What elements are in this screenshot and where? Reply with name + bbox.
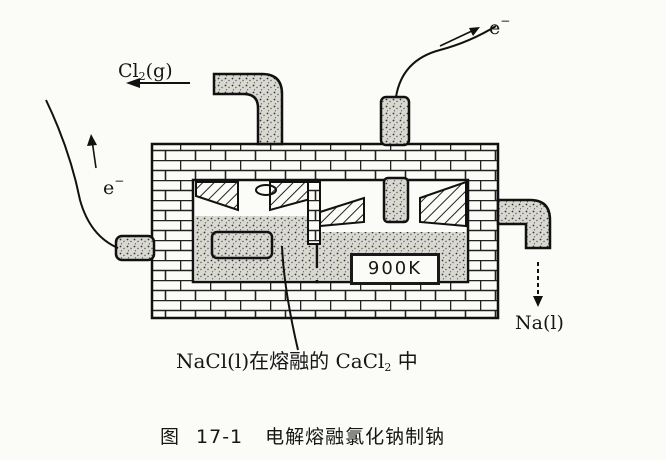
left-wire-arrowhead [87,134,97,146]
electron-label-left: e− [103,174,125,199]
cathode-hood-right [419,180,467,228]
sodium-output-label: Na(l) [515,312,564,334]
electron-label-top: e− [489,14,511,39]
caption-prefix: 图 [160,426,181,448]
top-electrode-lead [379,95,411,147]
top-wire-arrow [439,29,475,47]
cathode-post [382,176,410,224]
figure-caption: 图 17-1 电解熔融氯化钠制钠 [160,422,445,449]
left-electrode-lead [114,234,156,262]
gas-bubble-icon [255,184,277,196]
cl2-gas-label: Cl2(g) [118,60,173,83]
top-wire [395,25,497,98]
left-wire [45,99,119,249]
caption-title: 电解熔融氯化钠制钠 [265,426,446,448]
na-arrow-head [533,296,543,307]
top-wire-arrowhead [469,27,480,36]
cl2-outlet-pipe [212,72,284,146]
caption-number: 17-1 [196,426,244,448]
temperature-label: 900K [350,253,440,285]
graphite-anode [210,230,274,260]
na-outlet-pipe [496,198,552,250]
divider-wall [307,181,321,245]
anode-hood-left [195,181,239,212]
electrolyte-label: NaCl(l)在熔融的 CaCl2 中 [176,349,418,374]
cl2-arrow-head [126,78,140,88]
electrolyte-pointer [281,245,299,351]
